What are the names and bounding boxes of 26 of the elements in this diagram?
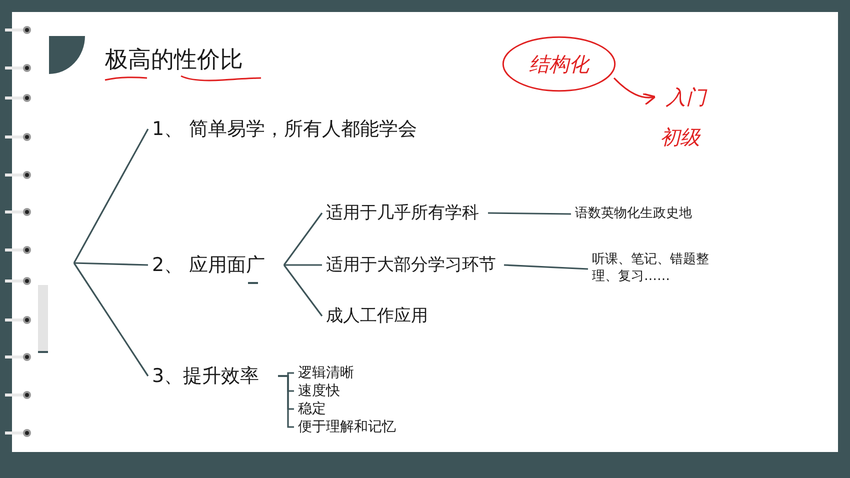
handwritten-note: 初级 xyxy=(650,122,710,152)
branch-line xyxy=(504,264,588,270)
title: 极高的性价比 xyxy=(105,46,243,75)
branch-line xyxy=(278,375,294,428)
branch-line xyxy=(283,212,323,266)
branch-line xyxy=(73,262,149,376)
handwritten-note: 入门 xyxy=(658,80,714,114)
topic-text: 成人工作应用 xyxy=(326,302,466,330)
topic-text: 2、 应用面广 xyxy=(152,250,282,280)
topic-text: 3、提升效率 xyxy=(152,361,276,391)
handwritten-note: 结构化 xyxy=(502,36,616,92)
topic-text: 适用于大部分学习环节 xyxy=(326,251,502,279)
topic-text: 稳定 xyxy=(298,400,398,418)
branch-line xyxy=(488,212,572,215)
topic-text: 听课、笔记、错题整理、复习…… xyxy=(592,249,732,289)
branch-line xyxy=(284,264,322,266)
topic-text: 适用于几乎所有学科 xyxy=(326,199,486,227)
branch-line xyxy=(283,264,323,316)
topic-text: 速度快 xyxy=(298,382,398,400)
topic-text: 1、 简单易学，所有人都能学会 xyxy=(152,114,472,144)
topic-text: 便于理解和记忆 xyxy=(298,418,418,436)
topic-text: 逻辑清晰 xyxy=(298,364,398,382)
topic-text: 语数英物化生政史地 xyxy=(575,203,725,225)
arrow xyxy=(613,77,656,105)
branch-line xyxy=(73,128,149,264)
branch-line xyxy=(74,262,148,266)
